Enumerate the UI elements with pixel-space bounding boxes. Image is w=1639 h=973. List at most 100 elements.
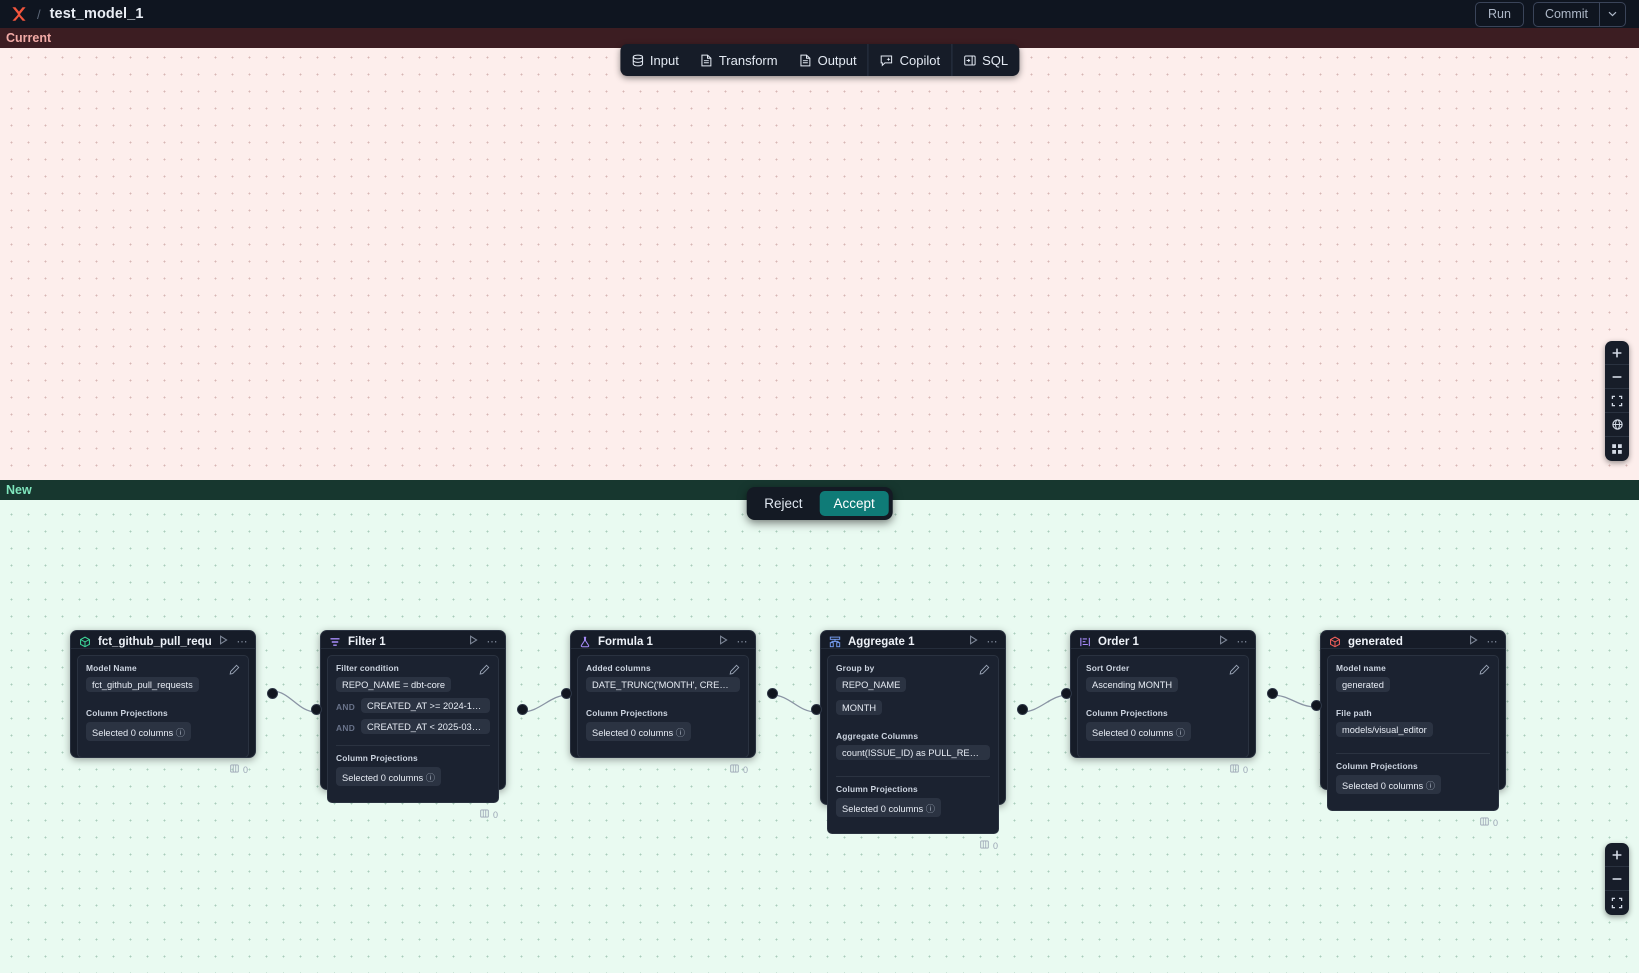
row-count: 0 [992,840,998,851]
grid-view-button[interactable] [1605,437,1629,461]
run-button[interactable]: Run [1475,1,1524,27]
fit-view-button[interactable] [1605,389,1629,413]
section-label: Model Name [86,663,137,673]
zoom-out-button[interactable] [1605,365,1629,389]
tab-sql-label: SQL [982,52,1009,68]
accept-button[interactable]: Accept [819,491,889,516]
node-title: Formula 1 [598,635,653,648]
zoom-in-button[interactable] [1605,341,1629,365]
value-pill[interactable]: Selected 0 columns [86,722,192,741]
section-group-by: Group by REPO_NAME MONTH [836,663,990,723]
tab-output[interactable]: Output [789,44,868,76]
zoom-out-button[interactable] [1605,867,1629,891]
node-generated[interactable]: generated ⋯ Model name generated File pa… [1320,630,1506,828]
node-output-handle[interactable] [267,688,278,699]
cube-icon [1328,635,1341,648]
pencil-icon[interactable] [479,662,490,680]
value-pill[interactable]: DATE_TRUNC('MONTH', CREATED_AT… [586,677,740,692]
condition-keyword: AND [336,702,356,712]
ellipsis-icon[interactable]: ⋯ [986,636,998,648]
node-input-handle[interactable] [561,688,572,699]
node-input-handle[interactable] [311,704,322,715]
section-label: Column Projections [1086,708,1168,718]
node-output-handle[interactable] [1267,688,1278,699]
section-label: Column Projections [586,708,668,718]
node-header[interactable]: Aggregate 1 ⋯ [821,635,1005,649]
chevron-down-icon[interactable] [1599,2,1625,26]
x-logo-icon[interactable] [8,3,30,25]
node-footer: 0 [571,764,755,777]
play-icon[interactable] [719,635,728,648]
reject-button[interactable]: Reject [764,496,803,511]
play-icon[interactable] [1219,635,1228,648]
node-source[interactable]: fct_github_pull_requests ⋯ Model Name fc… [70,630,256,775]
tab-input[interactable]: Input [620,44,690,76]
node-header[interactable]: Filter 1 ⋯ [321,635,505,649]
current-canvas[interactable] [0,28,1639,480]
mode-toolbar: Input Transform Output Copilot SQL [619,44,1020,76]
value-pill[interactable]: count(ISSUE_ID) as PULL_REQUEST_… [836,745,990,760]
node-output-handle[interactable] [767,688,778,699]
commit-button[interactable]: Commit [1544,6,1588,21]
condition-pill[interactable]: CREATED_AT < 2025-03-01 [361,719,490,734]
pencil-icon[interactable] [729,662,740,680]
play-icon[interactable] [969,635,978,648]
node-header[interactable]: generated ⋯ [1321,635,1505,649]
tab-copilot[interactable]: Copilot [867,44,951,76]
value-pill[interactable]: REPO_NAME [836,677,907,692]
node-header[interactable]: Order 1 ⋯ [1071,635,1255,649]
node-title: Order 1 [1098,635,1139,648]
value-pill[interactable]: Selected 0 columns [586,722,692,741]
section-column-projections: Column Projections Selected 0 columns [1336,753,1490,802]
pencil-icon[interactable] [979,662,990,680]
node-title: fct_github_pull_requests [98,635,212,648]
value-pill[interactable]: Selected 0 columns [1336,775,1442,794]
commit-button-group[interactable]: Commit [1532,1,1626,27]
node-order[interactable]: Order 1 ⋯ Sort Order Ascending MONTH Col… [1070,630,1256,775]
condition-pill[interactable]: REPO_NAME = dbt-core [336,677,452,692]
globe-icon[interactable] [1605,413,1629,437]
fit-view-button[interactable] [1605,891,1629,915]
ellipsis-icon[interactable]: ⋯ [236,636,248,648]
value-pill[interactable]: Ascending MONTH [1086,677,1179,692]
node-aggregate[interactable]: Aggregate 1 ⋯ Group by REPO_NAME MONTH A… [820,630,1006,851]
value-pill[interactable]: generated [1336,677,1390,692]
pencil-icon[interactable] [1229,662,1240,680]
zoom-in-button[interactable] [1605,843,1629,867]
node-formula[interactable]: Formula 1 ⋯ Added columns DATE_TRUNC('MO… [570,630,756,775]
pencil-icon[interactable] [1479,662,1490,680]
node-input-handle[interactable] [1311,700,1322,711]
value-pill[interactable]: Selected 0 columns [836,798,942,817]
node-output-handle[interactable] [517,704,528,715]
play-icon[interactable] [219,635,228,648]
node-body: Filter condition REPO_NAME = dbt-core AN… [327,655,499,803]
section-label: Filter condition [336,663,399,673]
node-output-handle[interactable] [1017,704,1028,715]
section-label: Added columns [586,663,651,673]
ellipsis-icon[interactable]: ⋯ [1486,636,1498,648]
value-pill[interactable]: Selected 0 columns [336,767,442,786]
ellipsis-icon[interactable]: ⋯ [1236,636,1248,648]
play-icon[interactable] [1469,635,1478,648]
pencil-icon[interactable] [229,662,240,680]
value-pill[interactable]: fct_github_pull_requests [86,677,199,692]
value-pill[interactable]: MONTH [836,700,883,715]
section-label: Aggregate Columns [836,731,919,741]
value-pill[interactable]: models/visual_editor [1336,722,1433,737]
node-input-handle[interactable] [1061,688,1072,699]
section-model-name: Model Name fct_github_pull_requests [86,663,240,700]
node-header[interactable]: Formula 1 ⋯ [571,635,755,649]
play-icon[interactable] [469,635,478,648]
node-filter[interactable]: Filter 1 ⋯ Filter condition REPO_NAME = … [320,630,506,820]
tab-transform[interactable]: Transform [690,44,789,76]
node-header[interactable]: fct_github_pull_requests ⋯ [71,635,255,649]
node-title: Filter 1 [348,635,386,648]
value-pill[interactable]: Selected 0 columns [1086,722,1192,741]
condition-pill[interactable]: CREATED_AT >= 2024-12-01 [361,698,490,713]
row-count: 0 [1492,817,1498,828]
node-input-handle[interactable] [811,704,822,715]
ellipsis-icon[interactable]: ⋯ [736,636,748,648]
document-icon [800,54,812,67]
ellipsis-icon[interactable]: ⋯ [486,636,498,648]
tab-sql[interactable]: SQL [951,44,1019,76]
